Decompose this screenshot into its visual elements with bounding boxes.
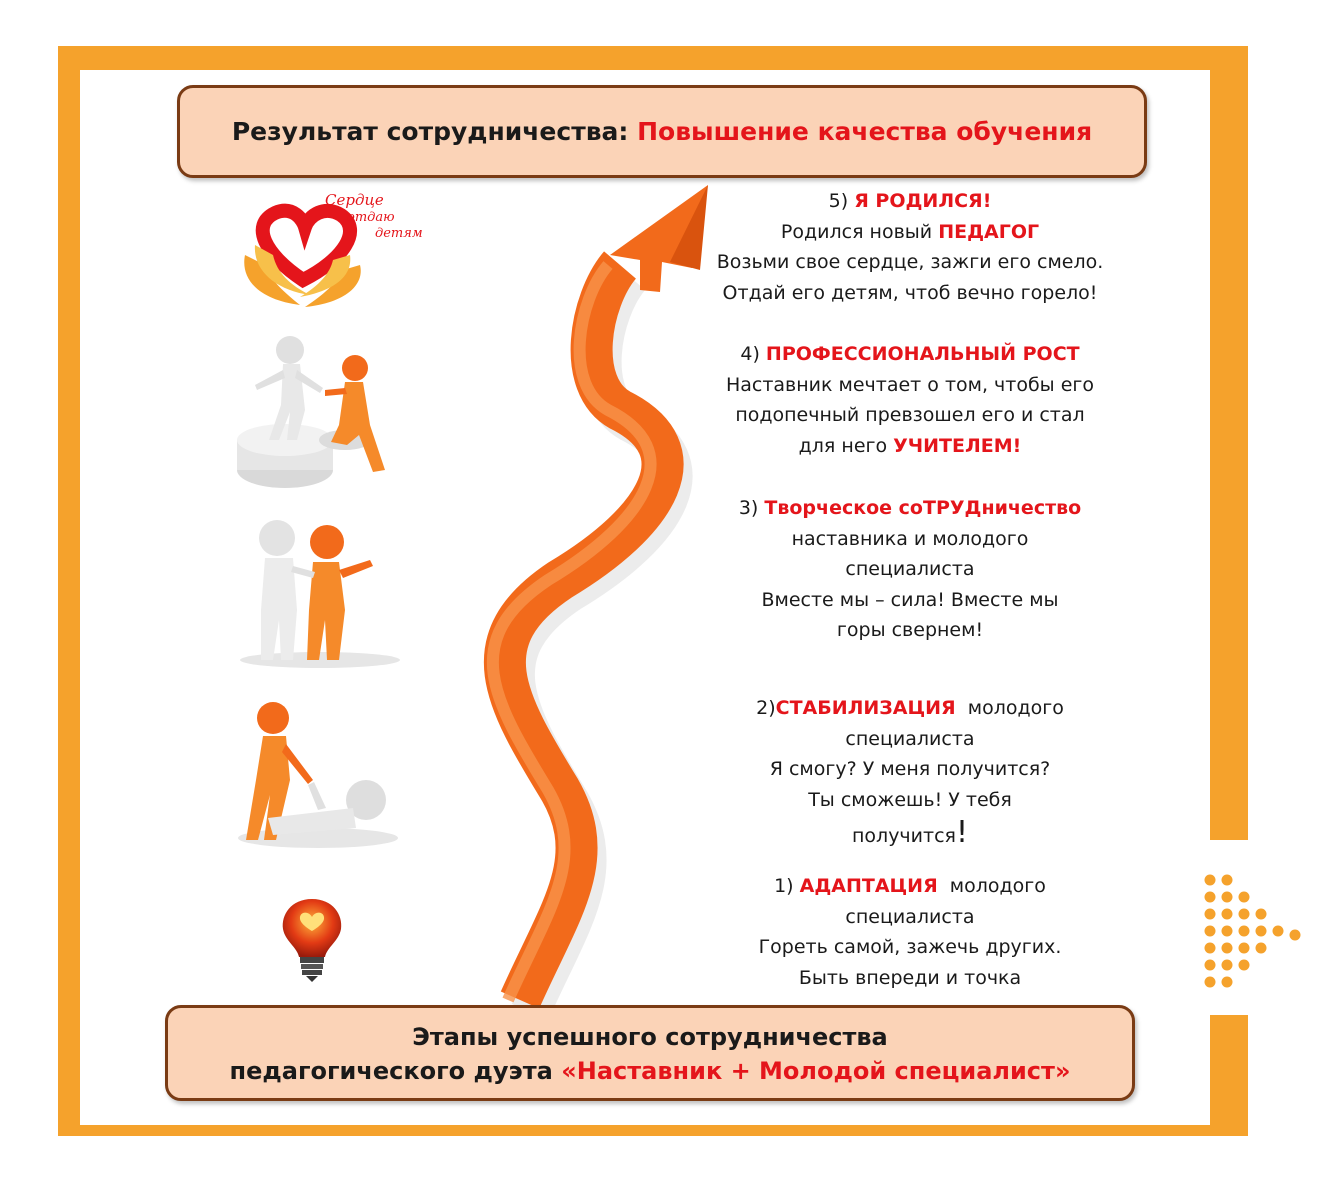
stage-2-line3: Ты сможешь! У тебя [808,788,1012,811]
stage-4-line2: подопечный превзошел его и стал [735,404,1085,426]
stage-5: 5) Я РОДИЛСЯ! Родился новый ПЕДАГОГ Возь… [690,186,1130,308]
footer-line1: Этапы успешного сотрудничества [412,1023,888,1051]
stage-2-line4: получится [852,825,956,847]
stages-footer: Этапы успешного сотрудничества педагогич… [165,1005,1135,1101]
dotted-arrow-icon [1204,874,1301,988]
stage-3-line2: специалиста [845,558,975,580]
stage-5-line1-highlight: ПЕДАГОГ [938,220,1040,243]
helping-figures-illustration [228,700,403,855]
stage-3-line1: наставника и молодого [791,527,1029,550]
stage-2-title-suffix: молодого [967,697,1064,719]
two-figures-illustration [235,510,410,675]
stage-5-line3: Отдай его детям, чтоб вечно горело! [722,281,1098,304]
result-header: Результат сотрудничества: Повышение каче… [177,85,1147,178]
stage-4: 4) ПРОФЕССИОНАЛЬНЫЙ РОСТ Наставник мечта… [690,339,1130,461]
stage-1-title-suffix: молодого [949,875,1046,897]
stage-1-line3: Быть впереди и точка [798,966,1022,989]
stage-3-line3: Вместе мы – сила! Вместе мы [761,588,1059,611]
stage-3-line4: горы свернем! [836,619,984,641]
stage-5-line1-prefix: Родился новый [780,220,933,243]
stage-2-line1: специалиста [845,727,975,750]
stage-3: 3) Творческое соТРУДничество наставника … [700,493,1120,646]
stage-1: 1) АДАПТАЦИЯ молодого специалиста Гореть… [700,871,1120,993]
stage-4-line3-highlight: УЧИТЕЛЕМ! [893,434,1022,457]
stage-1-number: 1) [774,875,794,897]
stage-4-title: ПРОФЕССИОНАЛЬНЫЙ РОСТ [765,343,1080,365]
podium-figures-illustration [235,330,400,495]
stage-2-number: 2) [756,697,776,719]
footer-line2-prefix: педагогического дуэта [229,1057,553,1085]
logo-word-1: Сердце [325,191,384,209]
stage-5-line2: Возьми свое сердце, зажги его смело. [716,251,1104,273]
stage-4-number: 4) [740,343,760,365]
header-highlight: Повышение качества обучения [637,117,1093,146]
lightbulb-heart-icon [275,895,350,985]
footer-line2-highlight: «Наставник + Молодой специалист» [561,1057,1071,1085]
stage-4-line3-prefix: для него [798,434,888,457]
logo-word-3: детям [375,226,423,241]
stage-3-number: 3) [738,497,759,519]
stage-2-title: СТАБИЛИЗАЦИЯ [775,697,956,719]
stage-2: 2)СТАБИЛИЗАЦИЯ молодого специалиста Я см… [700,693,1120,852]
heart-hands-icon: Сердце отдаю детям [244,191,423,307]
heart-hands-logo: Сердце отдаю детям [225,185,435,320]
stage-4-line1: Наставник мечтает о том, чтобы его [725,373,1095,396]
stage-2-exclamation: ! [955,815,968,850]
stage-1-line2: Гореть самой, зажечь других. [758,936,1062,958]
header-label: Результат сотрудничества: [231,117,629,146]
stage-1-title: АДАПТАЦИЯ [799,875,938,897]
stage-5-title: Я РОДИЛСЯ! [854,190,992,212]
logo-word-2: отдаю [347,210,395,225]
stage-3-title: Творческое соТРУДничество [764,497,1082,519]
stage-2-line2: Я смогу? У меня получится? [769,758,1051,780]
stage-1-line1: специалиста [845,905,975,928]
stage-5-number: 5) [828,190,849,212]
